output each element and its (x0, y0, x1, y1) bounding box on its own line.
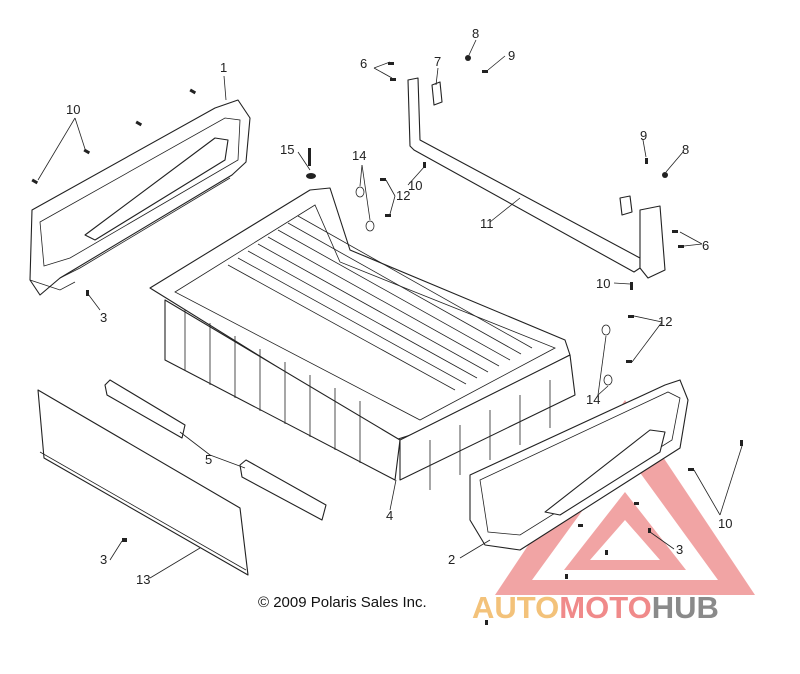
cargo-bed-box (149, 187, 576, 490)
callout-3: 3 (100, 310, 107, 325)
callout-labels: 1 2 3 3 3 4 5 6 6 7 8 8 9 9 10 10 10 10 … (66, 26, 732, 587)
callout-1: 1 (220, 60, 227, 75)
watermark-triangle (495, 400, 755, 595)
callout-9: 9 (640, 128, 647, 143)
callout-4: 4 (386, 508, 393, 523)
callout-10: 10 (408, 178, 422, 193)
callout-2: 2 (448, 552, 455, 567)
callout-3: 3 (676, 542, 683, 557)
callout-5: 5 (205, 452, 212, 467)
watermark-moto: MOTO (559, 590, 652, 625)
callout-3: 3 (100, 552, 107, 567)
fasteners (31, 55, 743, 625)
callout-10: 10 (596, 276, 610, 291)
rear-frame-bar (407, 77, 666, 279)
callout-8: 8 (682, 142, 689, 157)
callout-14: 14 (352, 148, 366, 163)
callout-9: 9 (508, 48, 515, 63)
watermark-auto: AUTO (472, 590, 560, 625)
callout-6: 6 (702, 238, 709, 253)
leader-lines (37, 39, 743, 579)
callout-10: 10 (66, 102, 80, 117)
callout-10: 10 (718, 516, 732, 531)
copyright-notice: © 2009 Polaris Sales Inc. (258, 594, 427, 611)
left-side-panel (29, 99, 251, 296)
callout-12: 12 (396, 188, 410, 203)
callout-7: 7 (434, 54, 441, 69)
callout-14: 14 (586, 392, 600, 407)
watermark-hub: HUB (651, 590, 719, 625)
callout-13: 13 (136, 572, 150, 587)
callout-11: 11 (480, 216, 494, 231)
callout-12: 12 (658, 314, 672, 329)
watermark-logo: AUTOMOTOHUB (472, 590, 719, 626)
callout-6: 6 (360, 56, 367, 71)
right-side-panel (469, 379, 689, 551)
filler-strips (104, 379, 327, 521)
callout-15: 15 (280, 142, 294, 157)
callout-8: 8 (472, 26, 479, 41)
tailgate-panel (37, 389, 249, 576)
